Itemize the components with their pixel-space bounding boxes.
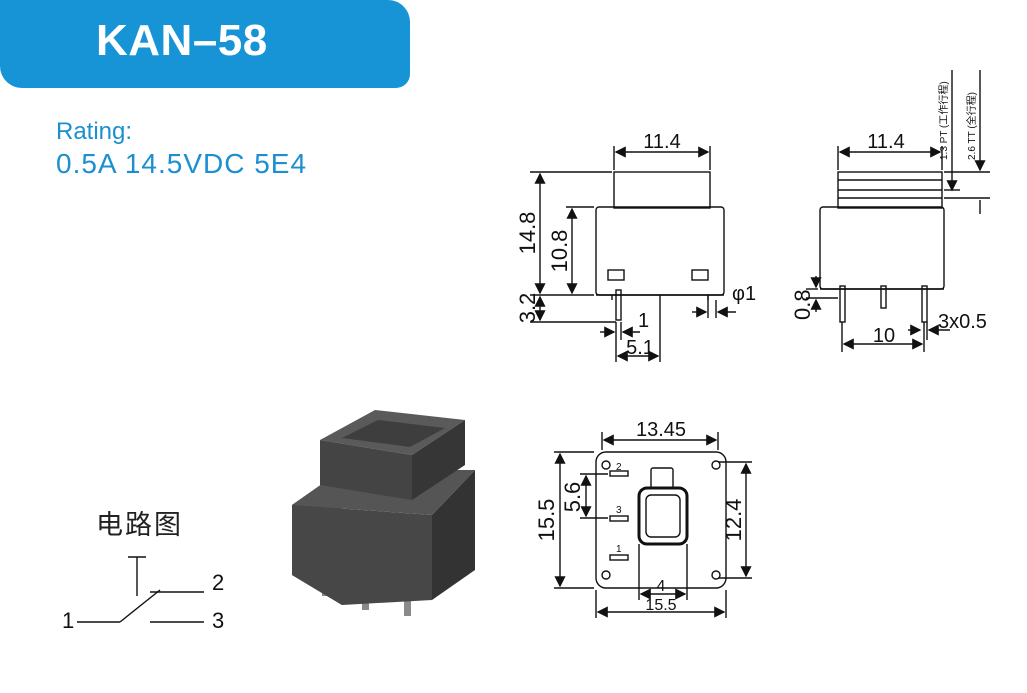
bottom-pin-label-3: 3 [616,505,622,516]
bottom-pin-label-1: 1 [616,544,622,555]
rating-value: 0.5A 14.5VDC 5E4 [56,148,308,179]
bottom-top-width-label: 13.45 [636,419,686,441]
bottom-height-left-label: 15.5 [534,499,559,542]
bottom-width-label: 15.5 [645,597,676,614]
front-pin-offset-label: 1 [638,310,649,332]
circuit-terminal-1: 1 [62,608,74,633]
bottom-view [554,432,752,618]
product-plunger-recess [342,420,445,447]
side-pin-middle [880,285,887,309]
side-pin-size-label: 3x0.5 [938,311,987,333]
front-window-left [607,269,625,281]
front-pin-diameter-label: φ1 [732,283,756,305]
bottom-height-right-label: 12.4 [721,499,746,542]
bottom-outline [595,451,727,589]
model-title: KAN–58 [96,16,268,65]
rating-label: Rating: [56,118,133,145]
side-pin-right [921,285,928,323]
front-height-body-label: 10.8 [547,230,572,273]
circuit-terminal-2: 2 [212,570,224,595]
side-stroke-tt-label: 2.6 TT (全行程) [965,92,978,160]
side-stroke-pt-label: 1.3 PT (工作行程) [937,81,950,160]
product-plunger-side [412,420,465,500]
bottom-offset-left-label: 5.6 [560,482,585,513]
product-plunger-front [320,440,412,500]
side-body [819,206,945,290]
circuit-title: 电路图 [96,510,183,541]
bottom-plunger-outer [637,486,689,546]
side-width-label: 11.4 [867,131,904,153]
front-width-label: 11.4 [643,131,680,153]
front-body [595,206,725,296]
front-height-total-label: 14.8 [515,212,540,255]
front-pin-spacing-label: 5.1 [626,337,654,359]
side-view [806,70,990,352]
bottom-pin-label-2: 2 [616,462,622,473]
side-pin-spacing-label: 10 [873,325,895,347]
front-view [530,146,736,362]
product-body-front-face [292,505,432,605]
product-body-right-face [432,470,475,600]
circuit-diagram [77,556,204,623]
circuit-terminal-3: 3 [212,608,224,633]
front-plunger [613,171,711,209]
front-window-right [691,269,709,281]
front-pin-length-label: 3.2 [515,293,540,324]
front-pin-left [615,289,622,321]
bottom-pin-offset-label: 4 [657,578,666,595]
side-standoff-label: 0.8 [790,289,815,320]
product-render [292,410,475,616]
side-pin-left [839,285,846,323]
title-banner: KAN–58 [0,0,410,88]
